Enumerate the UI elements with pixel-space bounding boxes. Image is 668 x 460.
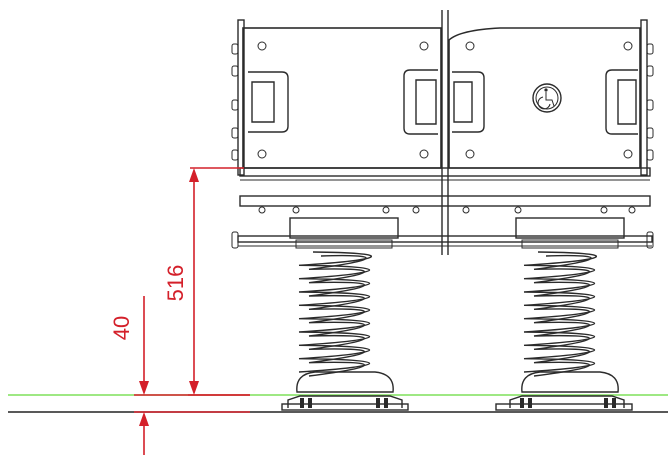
base-mount-left xyxy=(281,395,409,411)
spring-coil-outer xyxy=(298,251,372,373)
spring-left xyxy=(296,251,394,393)
base-mount-right xyxy=(495,395,633,411)
spring-foot-coil xyxy=(296,371,394,393)
spring-foot-coil xyxy=(521,371,619,393)
wheelchair-accessibility-icon xyxy=(532,83,562,113)
height-dimension-label: 516 xyxy=(163,265,188,302)
spring-housing-left xyxy=(289,217,399,249)
seat-panel-right xyxy=(448,19,648,176)
left-side-bolts xyxy=(231,43,239,249)
clearance-dimension-label: 40 xyxy=(109,316,134,340)
spring-coil-outer xyxy=(523,251,597,373)
seat-base-plate xyxy=(239,167,651,214)
seat-panel-left xyxy=(237,19,442,176)
cross-bar xyxy=(237,235,653,247)
clearance-dimension xyxy=(134,296,250,455)
spring-housing-right xyxy=(515,217,625,249)
spring-coil-inner xyxy=(533,254,592,377)
right-side-bolts xyxy=(646,43,654,249)
spring-right xyxy=(521,251,619,393)
spring-coil-inner xyxy=(308,254,367,377)
